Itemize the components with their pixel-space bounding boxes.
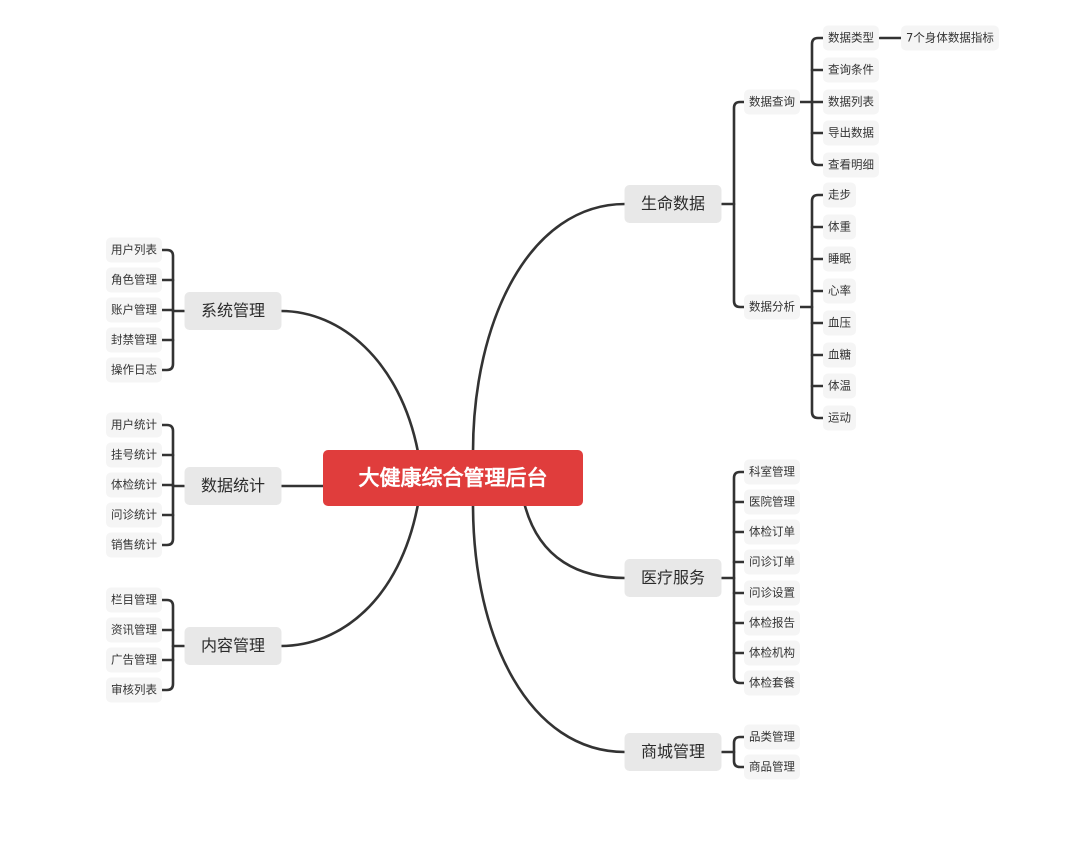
leaf-stats-item[interactable]: 体检统计 [106, 472, 162, 498]
node-stats[interactable]: 数据统计 [184, 467, 282, 505]
leaf-medical-item[interactable]: 体检订单 [744, 519, 800, 545]
leaf-query-item[interactable]: 查看明细 [823, 152, 879, 178]
node-system[interactable]: 系统管理 [184, 292, 282, 330]
curve-medical [523, 504, 627, 580]
curve-system [279, 309, 420, 454]
leaf-system-item[interactable]: 账户管理 [106, 297, 162, 323]
leaf-system-item[interactable]: 用户列表 [106, 237, 162, 263]
root-node[interactable]: 大健康综合管理后台 [323, 450, 583, 506]
leaf-analysis-item[interactable]: 血压 [823, 310, 856, 336]
leaf-mall-item[interactable]: 商品管理 [744, 754, 800, 780]
leaf-medical-item[interactable]: 体检报告 [744, 610, 800, 636]
node-life-data[interactable]: 生命数据 [624, 185, 722, 223]
leaf-analysis-item[interactable]: 运动 [823, 405, 856, 431]
node-medical[interactable]: 医疗服务 [624, 559, 722, 597]
leaf-medical-item[interactable]: 科室管理 [744, 459, 800, 485]
leaf-analysis-item[interactable]: 睡眠 [823, 246, 856, 272]
leaf-content-item[interactable]: 资讯管理 [106, 617, 162, 643]
curve-life [471, 202, 627, 454]
leaf-query-item[interactable]: 数据类型 [823, 25, 879, 51]
leaf-system-item[interactable]: 封禁管理 [106, 327, 162, 353]
leaf-stats-item[interactable]: 销售统计 [106, 532, 162, 558]
leaf-analysis-item[interactable]: 体温 [823, 373, 856, 399]
leaf-content-item[interactable]: 广告管理 [106, 647, 162, 673]
leaf-content-item[interactable]: 栏目管理 [106, 587, 162, 613]
life-bracket [732, 100, 746, 309]
node-content[interactable]: 内容管理 [184, 627, 282, 665]
leaf-medical-item[interactable]: 问诊订单 [744, 549, 800, 575]
leaf-stats-item[interactable]: 用户统计 [106, 412, 162, 438]
leaf-stats-item[interactable]: 问诊统计 [106, 502, 162, 528]
node-data-analysis[interactable]: 数据分析 [744, 294, 800, 320]
leaf-analysis-item[interactable]: 体重 [823, 214, 856, 240]
leaf-mall-item[interactable]: 品类管理 [744, 724, 800, 750]
leaf-medical-item[interactable]: 体检套餐 [744, 670, 800, 696]
leaf-medical-item[interactable]: 问诊设置 [744, 580, 800, 606]
curve-content [279, 502, 420, 648]
leaf-analysis-item[interactable]: 血糖 [823, 342, 856, 368]
leaf-query-item[interactable]: 导出数据 [823, 120, 879, 146]
leaf-content-item[interactable]: 审核列表 [106, 677, 162, 703]
leaf-analysis-item[interactable]: 心率 [823, 278, 856, 304]
leaf-query-item[interactable]: 查询条件 [823, 57, 879, 83]
content-bracket [160, 598, 175, 692]
leaf-stats-item[interactable]: 挂号统计 [106, 442, 162, 468]
leaf-analysis-item[interactable]: 走步 [823, 182, 856, 208]
leaf-body-indicators[interactable]: 7个身体数据指标 [901, 25, 999, 51]
leaf-medical-item[interactable]: 体检机构 [744, 640, 800, 666]
medical-bracket [732, 470, 746, 685]
leaf-system-item[interactable]: 角色管理 [106, 267, 162, 293]
analysis-bracket [810, 193, 825, 420]
leaf-medical-item[interactable]: 医院管理 [744, 489, 800, 515]
leaf-query-item[interactable]: 数据列表 [823, 89, 879, 115]
curve-mall [471, 502, 627, 754]
leaf-system-item[interactable]: 操作日志 [106, 357, 162, 383]
node-data-query[interactable]: 数据查询 [744, 89, 800, 115]
mall-bracket [732, 735, 746, 769]
node-mall[interactable]: 商城管理 [624, 733, 722, 771]
